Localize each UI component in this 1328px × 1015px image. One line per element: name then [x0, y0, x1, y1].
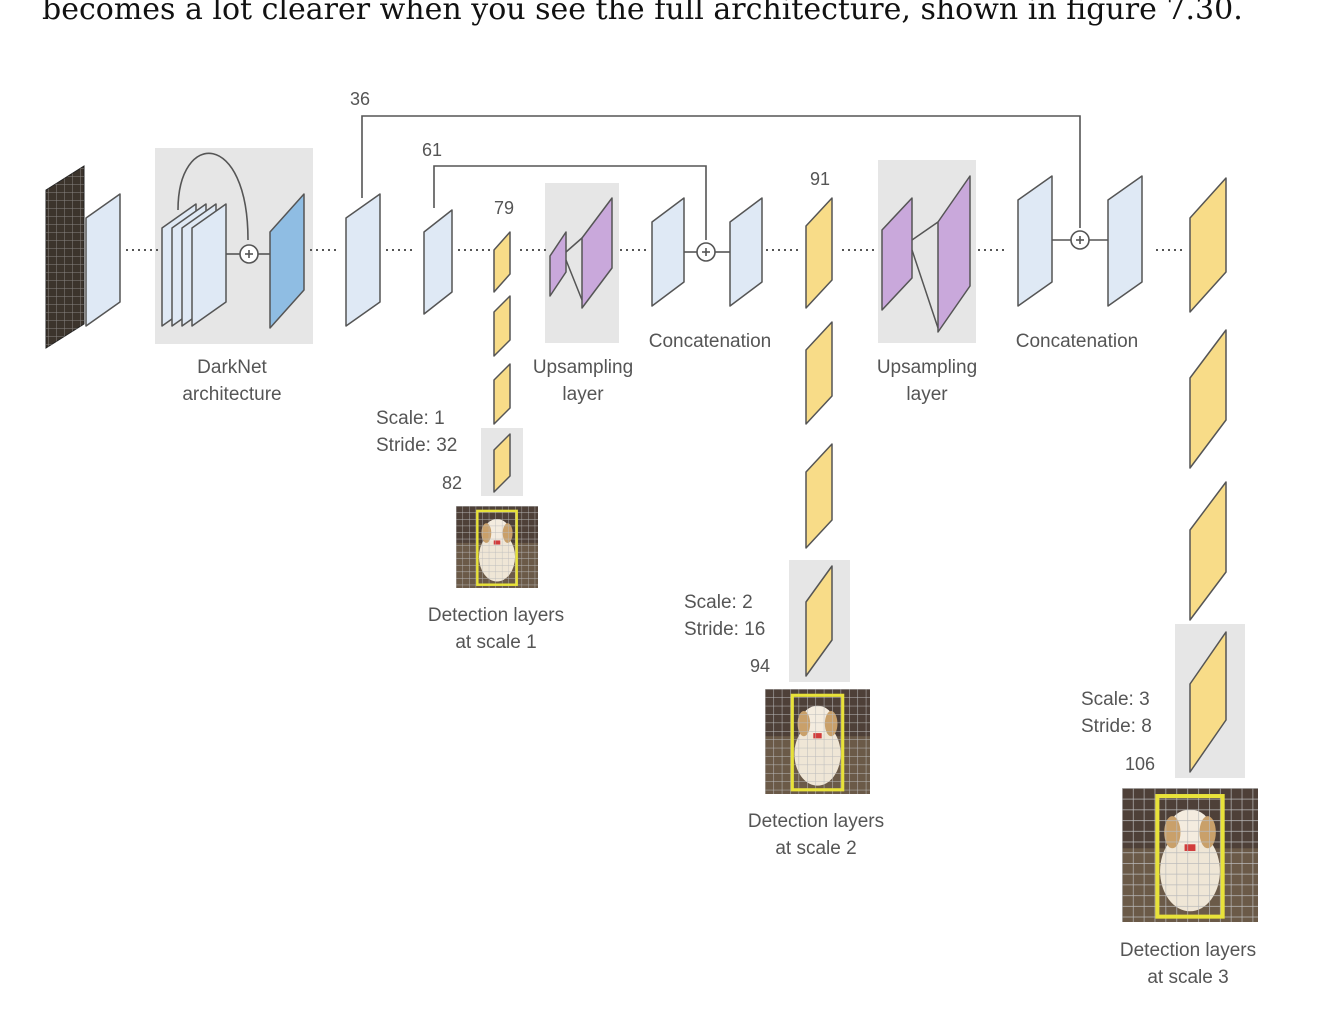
detection-layer-91: [805, 197, 833, 309]
detection-label: Detection layers: [428, 605, 564, 626]
scale-label: Scale: 3: [1081, 689, 1150, 710]
feature-map: [191, 203, 227, 327]
feature-map-layer-61: [423, 209, 453, 315]
detection-layer-79: [493, 231, 511, 293]
stride-label: Stride: 16: [684, 619, 765, 640]
feature-map-layer-36: [345, 193, 381, 327]
feature-map-layer-106-input: [1189, 177, 1227, 313]
stride-label: Stride: 32: [376, 435, 457, 456]
layer-number-94: 94: [750, 656, 770, 676]
darknet-output-map: [269, 193, 305, 329]
feature-maps: [85, 175, 1143, 327]
feature-map: [729, 197, 763, 307]
layer-number-91: 91: [810, 169, 830, 189]
concatenation-label: Concatenation: [1016, 331, 1139, 352]
darknet-label: DarkNet: [197, 357, 267, 378]
detection-image-scale-3: [1122, 788, 1258, 922]
upsampling-label: Upsampling: [877, 357, 977, 378]
detection-label: at scale 2: [775, 838, 856, 859]
layer-number-36: 36: [350, 89, 370, 109]
skip-connections: [177, 115, 1081, 241]
skip-connection-36: [361, 115, 1081, 228]
scale-label: Scale: 1: [376, 408, 445, 429]
detection-image-scale-2: [763, 687, 872, 796]
darknet-residual-arc: [177, 152, 249, 241]
detection-image-scale-1: [454, 504, 540, 590]
sum-nodes: [226, 230, 1108, 264]
feature-map: [651, 197, 685, 307]
skip-connection-61: [433, 165, 707, 240]
diagram-labels: DarkNet architecture Upsampling layer Co…: [182, 331, 1256, 988]
upsampling-label: layer: [906, 384, 948, 405]
layer-number-79: 79: [494, 198, 514, 218]
layer-number-106: 106: [1125, 754, 1155, 774]
feature-map: [1107, 175, 1143, 307]
detection-layer-82: [493, 433, 511, 493]
detection-label: at scale 1: [455, 632, 536, 653]
upsampling-label: layer: [562, 384, 604, 405]
feature-map: [1017, 175, 1053, 307]
detection-layer-106: [1189, 631, 1227, 773]
upsampling-layers: [549, 175, 971, 333]
detection-label: at scale 3: [1147, 967, 1228, 988]
stride-label: Stride: 8: [1081, 716, 1152, 737]
detection-label: Detection layers: [748, 811, 884, 832]
input-image: [45, 165, 85, 349]
feature-map: [85, 193, 121, 327]
intro-text: becomes a lot clearer when you see the f…: [42, 0, 1243, 27]
concatenation-label: Concatenation: [649, 331, 772, 352]
scale-label: Scale: 2: [684, 592, 753, 613]
upsampling-label: Upsampling: [533, 357, 633, 378]
detection-layers: [493, 177, 1227, 773]
detection-layer-94: [805, 565, 833, 677]
darknet-label: architecture: [182, 384, 281, 405]
detection-label: Detection layers: [1120, 940, 1256, 961]
layer-number-61: 61: [422, 140, 442, 160]
layer-number-82: 82: [442, 473, 462, 493]
